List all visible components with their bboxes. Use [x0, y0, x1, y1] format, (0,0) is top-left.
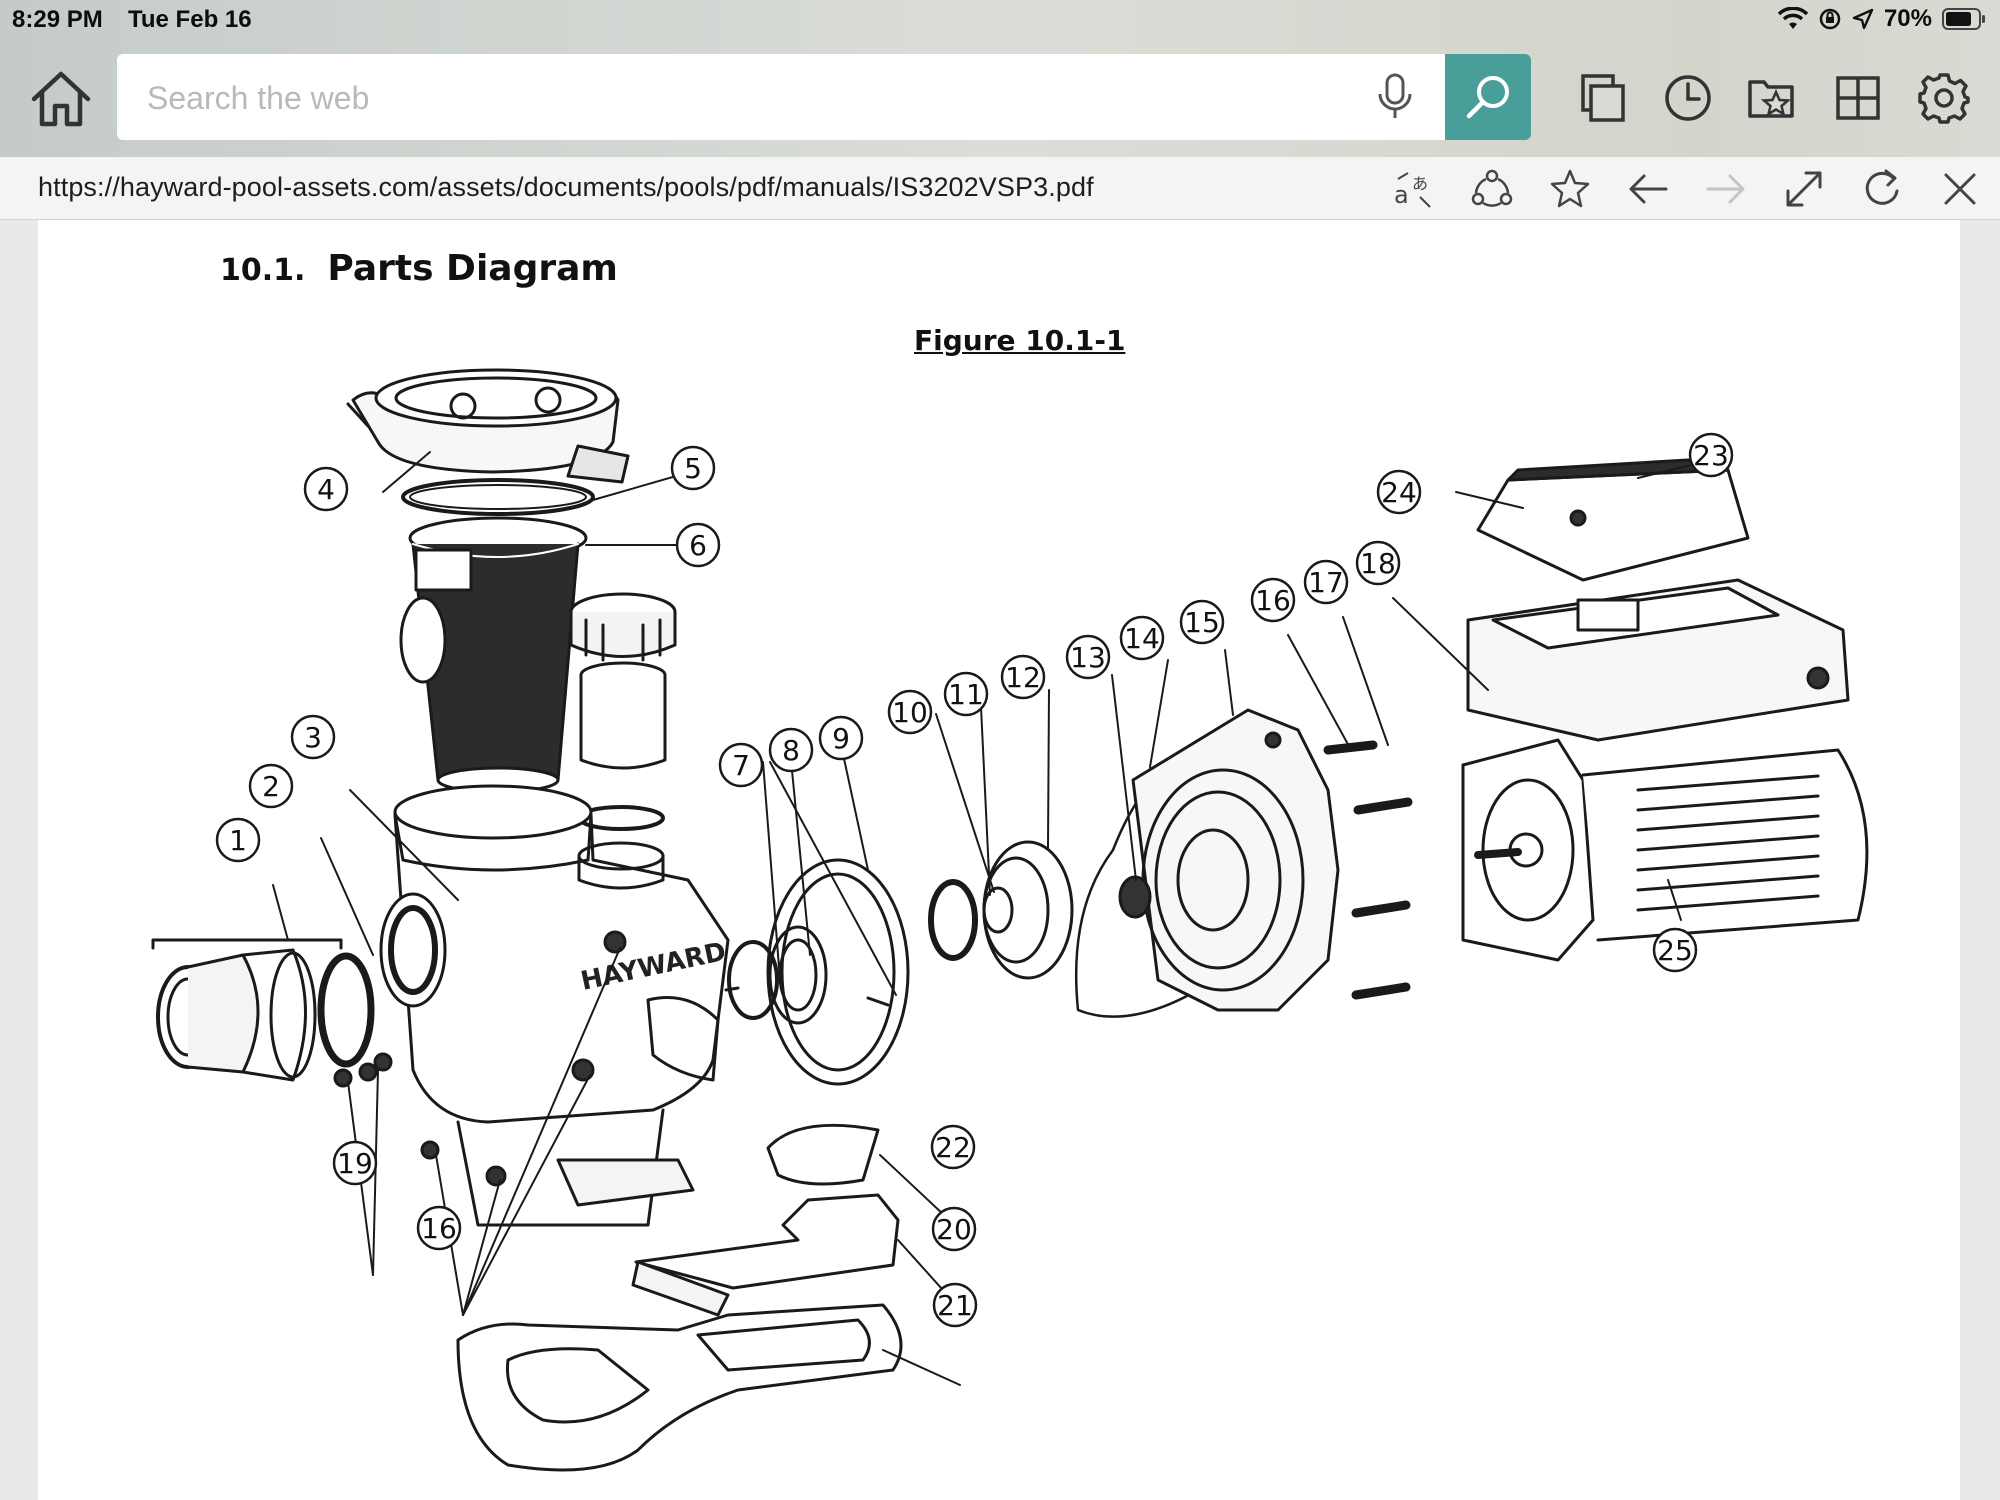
svg-text:a: a	[1394, 181, 1409, 209]
part-drive-cover	[1476, 458, 1750, 582]
share-icon[interactable]	[1470, 167, 1514, 211]
callout-circles	[215, 432, 1734, 1328]
star-icon[interactable]	[1548, 167, 1592, 211]
status-time: 8:29 PM	[12, 6, 103, 33]
callout-25: 25	[1657, 934, 1693, 967]
part-bolts	[1323, 740, 1413, 1000]
part-base-assembly	[456, 1123, 903, 1472]
mic-icon[interactable]	[1375, 72, 1415, 122]
part-drive-enclosure	[1466, 578, 1850, 742]
part-motor	[1461, 738, 1869, 962]
callout-labels: 1 2 3 4 5 6 7 8 9 10 11 12 13 14 15 16 1…	[229, 439, 1729, 1322]
part-union-tailpiece	[151, 938, 343, 1082]
callout-4: 4	[317, 473, 335, 506]
part-pump-housing	[379, 784, 730, 1227]
history-icon[interactable]	[1662, 72, 1714, 124]
callout-14: 14	[1124, 622, 1160, 655]
section-number: 10.1.	[220, 253, 306, 288]
home-icon[interactable]	[28, 66, 94, 132]
part-impeller	[928, 840, 1074, 980]
close-icon[interactable]	[1938, 167, 1982, 211]
section-heading: 10.1. Parts Diagram	[220, 248, 618, 289]
part-strainer-lid	[346, 368, 630, 484]
part-motor-bracket	[1074, 708, 1340, 1018]
callout-13: 13	[1070, 641, 1106, 674]
translate-icon[interactable]: a あ	[1392, 167, 1436, 211]
search-icon	[1466, 76, 1509, 119]
callout-1: 1	[229, 824, 247, 857]
callout-18: 18	[1360, 547, 1396, 580]
callout-7: 7	[732, 749, 750, 782]
tabs-icon[interactable]	[1577, 72, 1629, 124]
forward-icon[interactable]	[1704, 167, 1748, 211]
callout-3: 3	[304, 721, 322, 754]
callout-16-upper: 16	[1255, 584, 1291, 617]
browser-chrome: 8:29 PM Tue Feb 16 70%	[0, 0, 2000, 157]
callout-9: 9	[832, 722, 850, 755]
section-title: Parts Diagram	[327, 248, 618, 289]
part-union-fitting	[569, 592, 677, 770]
callout-16-lower: 16	[421, 1212, 457, 1245]
callout-10: 10	[892, 696, 928, 729]
parts-diagram: HAYWARD	[151, 368, 1869, 1472]
battery-percent: 70%	[1883, 5, 1932, 32]
callout-23: 23	[1693, 439, 1729, 472]
figure-title: Figure 10.1-1	[914, 324, 1126, 357]
battery-icon	[1942, 8, 1985, 30]
reload-icon[interactable]	[1860, 167, 1904, 211]
callout-8: 8	[782, 734, 800, 767]
wifi-icon	[1777, 7, 1808, 29]
browser-toolbar	[0, 52, 2000, 144]
callout-11: 11	[948, 678, 984, 711]
location-icon	[1852, 8, 1874, 30]
back-icon[interactable]	[1626, 167, 1670, 211]
part-seal-plate	[724, 858, 910, 1086]
part-tailpiece-o-ring	[317, 952, 375, 1068]
callout-2: 2	[262, 770, 280, 803]
callout-15: 15	[1184, 606, 1220, 639]
leader-lines	[272, 451, 1701, 1386]
svg-text:あ: あ	[1412, 174, 1428, 193]
housing-brand-text: HAYWARD	[578, 937, 728, 997]
callout-24: 24	[1381, 476, 1417, 509]
orientation-lock-icon	[1819, 8, 1841, 30]
search-input[interactable]	[145, 70, 1379, 126]
callout-12: 12	[1005, 661, 1041, 694]
url-bar: https://hayward-pool-assets.com/assets/d…	[0, 157, 2000, 220]
search-box[interactable]	[117, 54, 1445, 140]
part-strainer-basket	[399, 516, 588, 794]
callout-6: 6	[689, 529, 707, 562]
settings-icon[interactable]	[1918, 72, 1970, 124]
callout-19: 19	[337, 1147, 373, 1180]
part-drain-plugs	[333, 1052, 393, 1088]
callout-22: 22	[935, 1131, 971, 1164]
expand-icon[interactable]	[1782, 167, 1826, 211]
callout-17: 17	[1308, 566, 1344, 599]
url-text[interactable]: https://hayward-pool-assets.com/assets/d…	[38, 172, 1094, 202]
status-indicators: 70%	[1777, 5, 1986, 33]
callout-21: 21	[937, 1289, 973, 1322]
pdf-page: 10.1. Parts Diagram Figure 10.1-1	[38, 220, 1960, 1500]
callout-5: 5	[684, 452, 702, 485]
search-button[interactable]	[1445, 54, 1531, 140]
part-lid-o-ring	[401, 478, 595, 516]
callout-20: 20	[936, 1213, 972, 1246]
favorites-icon[interactable]	[1746, 72, 1798, 124]
grid-icon[interactable]	[1832, 72, 1884, 124]
status-bar: 8:29 PM Tue Feb 16 70%	[0, 0, 2000, 38]
status-date: Tue Feb 16	[128, 6, 252, 33]
